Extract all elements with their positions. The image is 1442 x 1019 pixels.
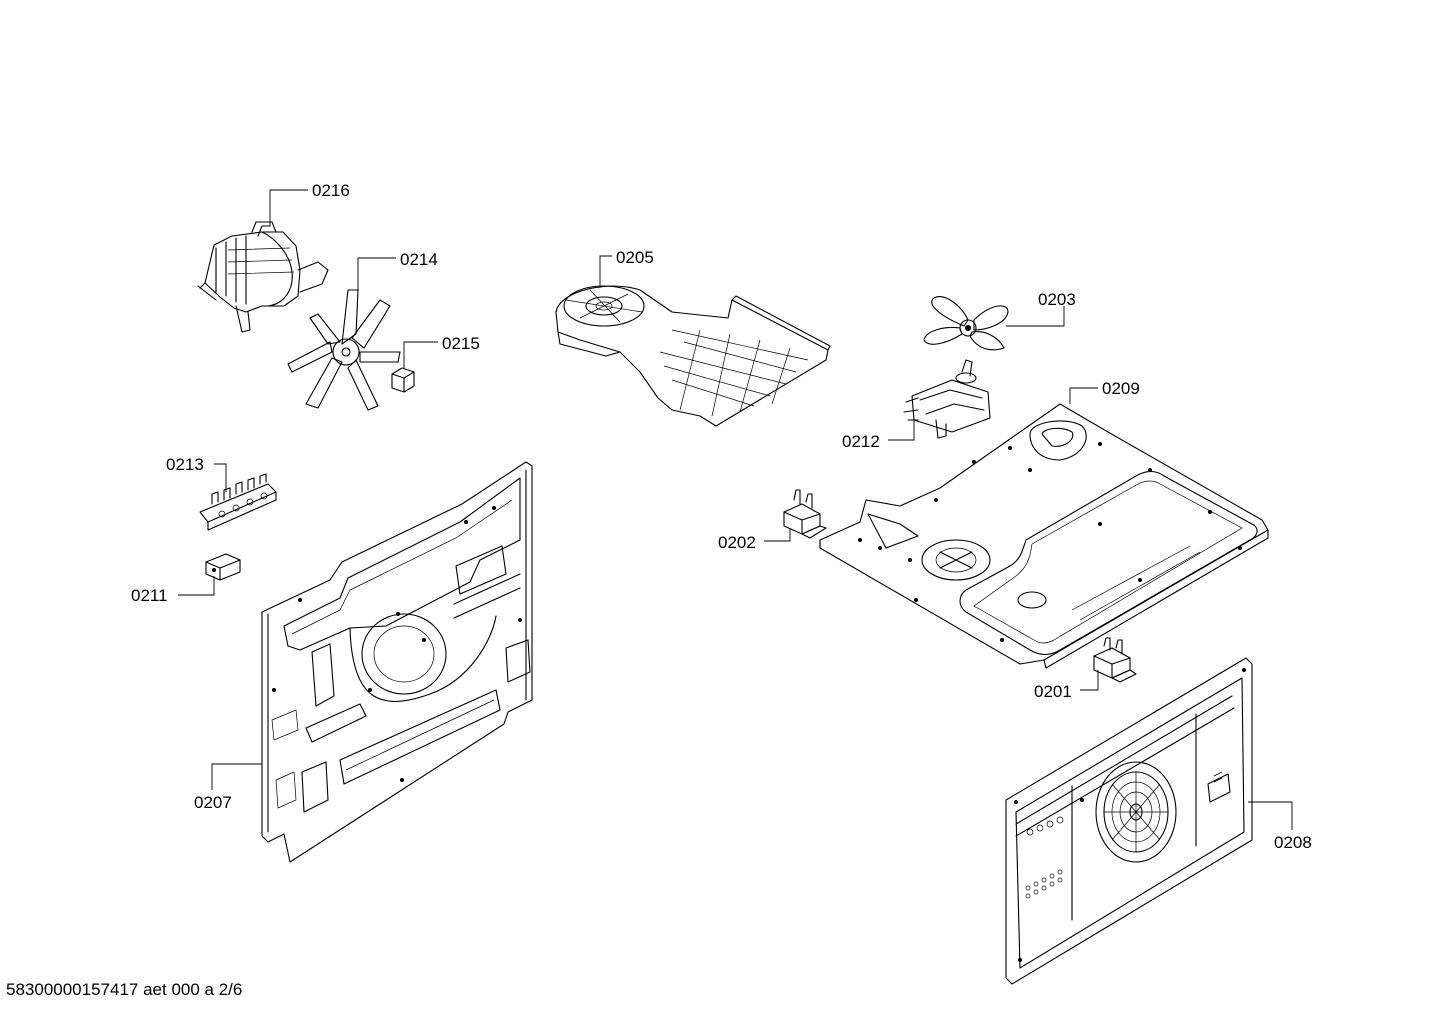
part-0205-air-duct	[555, 285, 831, 427]
leader-0205: 0205	[599, 248, 654, 288]
leader-0216: 0216	[269, 181, 350, 226]
part-0201-thermostat	[1093, 637, 1137, 683]
leader-0201: 0201	[1034, 670, 1099, 701]
label-0201: 0201	[1034, 682, 1072, 701]
label-0215: 0215	[442, 334, 480, 353]
label-0209: 0209	[1102, 379, 1140, 398]
leader-0215: 0215	[403, 334, 480, 368]
leader-0208: 0208	[1248, 801, 1312, 852]
leader-0207: 0207	[194, 763, 262, 812]
part-0202-thermostat	[783, 489, 827, 539]
label-0214: 0214	[400, 250, 438, 269]
label-0205: 0205	[616, 248, 654, 267]
part-0213-terminal-block	[199, 473, 277, 531]
part-0209-housing-plate	[819, 403, 1269, 669]
part-0203-cooling-fan	[923, 296, 1009, 351]
leader-0209: 0209	[1069, 379, 1140, 404]
label-0212: 0212	[842, 432, 880, 451]
label-0211: 0211	[131, 586, 168, 605]
leader-0214: 0214	[357, 250, 438, 290]
leader-0203: 0203	[1006, 290, 1076, 327]
label-0202: 0202	[718, 533, 756, 552]
label-0207: 0207	[194, 793, 232, 812]
part-0216-fan-motor	[197, 221, 329, 333]
part-0212-cooling-motor	[903, 359, 991, 439]
part-0211-clip	[205, 553, 241, 581]
part-0214-fan-blade	[287, 289, 401, 411]
label-0213: 0213	[166, 455, 204, 474]
document-id: 58300000157417 aet 000 a 2/6	[6, 980, 243, 999]
label-0216: 0216	[312, 181, 350, 200]
label-0203: 0203	[1038, 290, 1076, 309]
part-0208-back-panel	[1005, 657, 1253, 985]
part-0207-rear-wall	[261, 461, 533, 863]
leader-0202: 0202	[718, 528, 791, 552]
label-0208: 0208	[1274, 833, 1312, 852]
leader-0211: 0211	[131, 576, 215, 605]
part-0215-nut	[391, 367, 415, 393]
leader-0213: 0213	[166, 455, 227, 492]
leader-0212: 0212	[842, 418, 915, 451]
